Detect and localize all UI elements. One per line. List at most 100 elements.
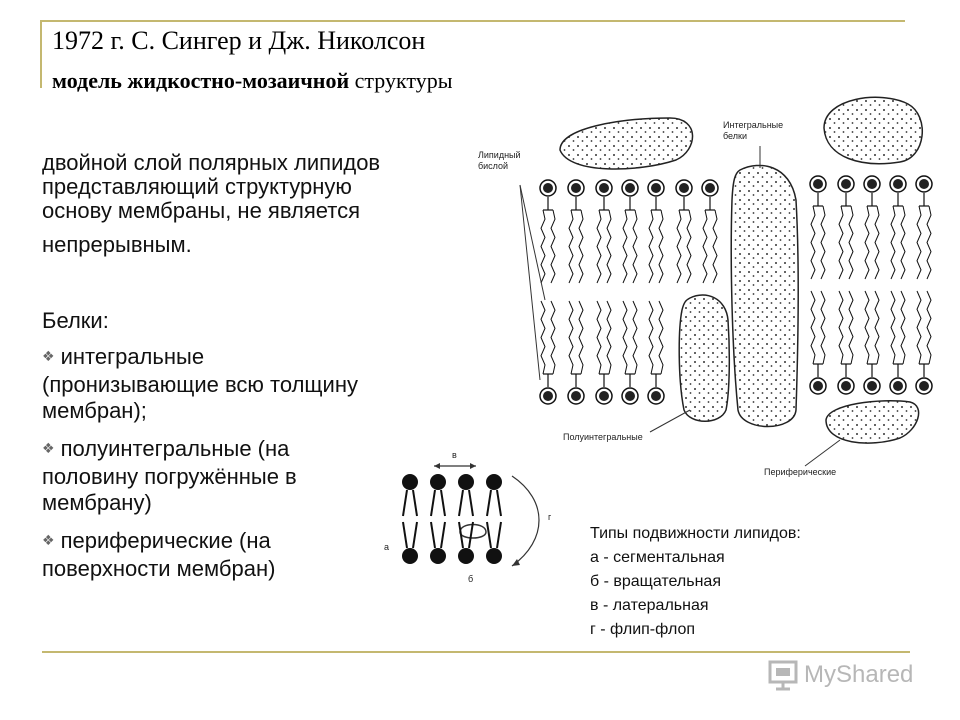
lipid-molecule	[890, 176, 906, 279]
lipid-tail	[821, 291, 825, 364]
lipid-head-core	[919, 179, 929, 189]
watermark: MyShared	[766, 658, 913, 692]
lipid-tail	[659, 301, 663, 374]
mobility-lipid	[458, 522, 474, 564]
lipid-tail	[901, 206, 905, 279]
lipid-tail	[569, 301, 573, 374]
mobility-lipid-tail	[431, 490, 435, 516]
label-b: б	[468, 574, 473, 584]
lipid-tail	[891, 291, 895, 364]
lipid-head-core	[543, 391, 553, 401]
mobility-caption: Типы подвижности липидов: а - сегменталь…	[590, 522, 801, 642]
mobility-lipid-tail	[487, 490, 491, 516]
lipid-head-core	[841, 381, 851, 391]
mobility-lipid-tail	[497, 522, 501, 548]
lipid-head-core	[867, 179, 877, 189]
lipid-tail	[623, 210, 627, 283]
mobility-lipid-head	[458, 548, 474, 564]
lipid-tail	[597, 210, 601, 283]
label-v: в	[452, 450, 457, 460]
lipid-molecule	[916, 176, 932, 279]
lipid-tail	[551, 210, 555, 283]
lipid-tail	[849, 291, 853, 364]
lipid-tail	[839, 291, 843, 364]
lipid-molecule	[596, 180, 612, 283]
lipid-head-core	[813, 381, 823, 391]
lipid-tail	[703, 210, 707, 283]
mobility-lipid-head	[402, 548, 418, 564]
lipid-tail	[677, 210, 681, 283]
mobility-lipid-tail	[441, 490, 445, 516]
lipid-molecule	[864, 291, 880, 394]
lipid-tail	[865, 291, 869, 364]
lipid-tail	[811, 206, 815, 279]
lipid-tail	[579, 210, 583, 283]
lipid-head-core	[893, 381, 903, 391]
peripheral-protein-top-left	[560, 118, 693, 169]
lipid-tail	[687, 210, 691, 283]
leader-line	[805, 440, 840, 466]
lipid-head-core	[705, 183, 715, 193]
mobility-lipid-head	[458, 474, 474, 490]
lipid-tail	[891, 206, 895, 279]
lipid-head-core	[599, 391, 609, 401]
lipid-molecule	[568, 301, 584, 404]
lipid-molecule	[838, 291, 854, 394]
lipid-tail	[607, 210, 611, 283]
mobility-lipid-head	[430, 474, 446, 490]
lipid-tail	[579, 301, 583, 374]
lipid-tail	[875, 206, 879, 279]
lipid-head-core	[651, 391, 661, 401]
label-bilayer: бислой	[478, 161, 508, 171]
flip-flop-arrow	[512, 476, 539, 566]
lipid-tail	[865, 206, 869, 279]
leader-line	[520, 185, 540, 380]
label-integral: Интегральные	[723, 120, 783, 130]
lipid-tail	[917, 291, 921, 364]
mobility-lipid	[402, 522, 418, 564]
lipid-tail	[541, 210, 545, 283]
semi-integral-protein	[679, 295, 729, 421]
lipid-tail	[821, 206, 825, 279]
lipid-tail	[839, 206, 843, 279]
lipid-head-core	[571, 183, 581, 193]
lipid-head-core	[651, 183, 661, 193]
lipid-tail	[927, 291, 931, 364]
caption-item: а - сегментальная	[590, 546, 801, 570]
lipid-molecule	[648, 180, 664, 283]
mobility-lipid	[430, 522, 446, 564]
lipid-molecule	[622, 301, 638, 404]
mobility-lipid-head	[430, 548, 446, 564]
lipid-molecule	[702, 180, 718, 283]
leader-line	[650, 410, 690, 432]
lipid-tail	[623, 301, 627, 374]
integral-protein	[731, 165, 798, 426]
mobility-lipids	[402, 474, 502, 564]
mobility-lipid-tail	[413, 490, 417, 516]
lipid-head-core	[625, 183, 635, 193]
lipid-tail	[607, 301, 611, 374]
mobility-lipid-tail	[497, 490, 501, 516]
lipid-tail	[917, 206, 921, 279]
label-peripheral: Периферические	[764, 467, 836, 477]
lipid-tail	[541, 301, 545, 374]
mobility-lipid-head	[402, 474, 418, 490]
lipid-tail	[551, 301, 555, 374]
lipid-head-core	[679, 183, 689, 193]
lipid-molecule	[864, 176, 880, 279]
label-bilayer: Липидный	[478, 150, 521, 160]
mobility-lipid	[458, 474, 474, 516]
lipid-molecule	[810, 291, 826, 394]
peripheral-protein-top-right	[824, 97, 922, 163]
lipid-tail	[649, 210, 653, 283]
label-integral: белки	[723, 131, 747, 141]
mobility-lipid-tail	[403, 522, 407, 548]
presentation-icon	[766, 658, 800, 692]
mobility-lipid-tail	[431, 522, 435, 548]
lipid-molecule	[676, 180, 692, 283]
lipid-molecule	[916, 291, 932, 394]
lipid-tail	[811, 291, 815, 364]
lipid-tail	[901, 291, 905, 364]
caption-item: г - флип-флоп	[590, 618, 801, 642]
